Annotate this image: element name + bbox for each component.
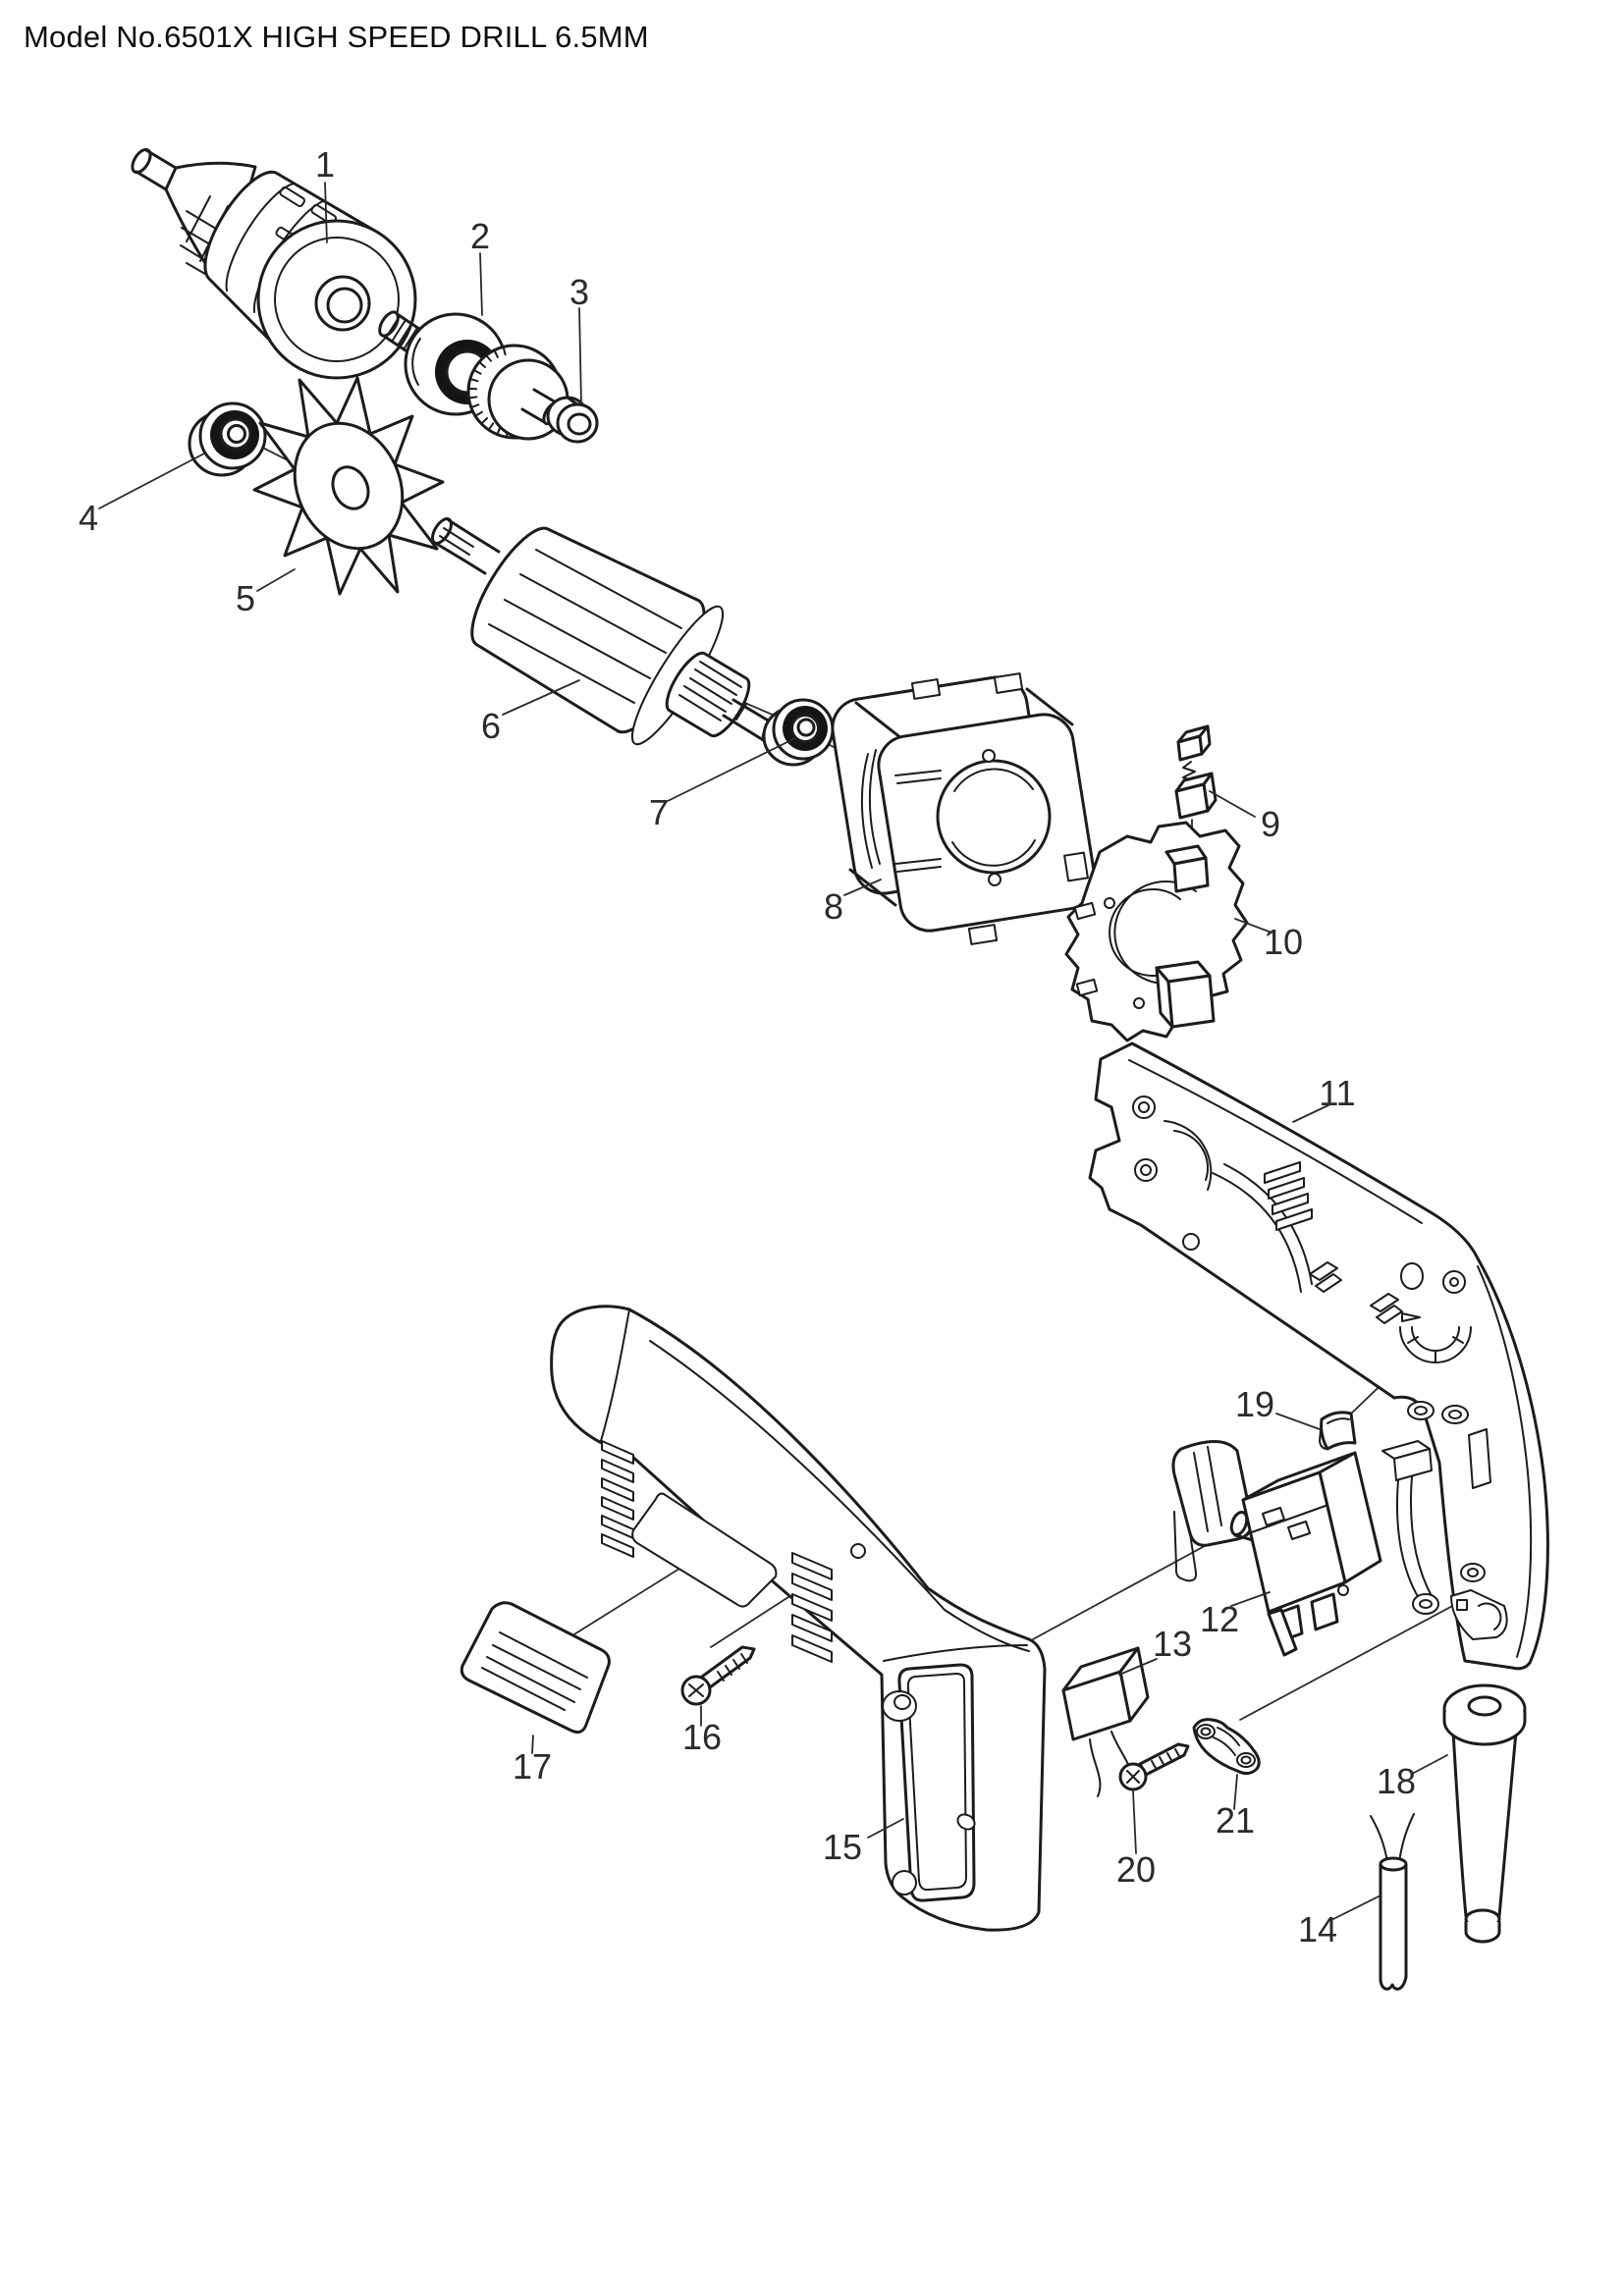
part-label-5: 5	[236, 578, 255, 618]
armature-laminations	[488, 549, 682, 704]
part-label-7: 7	[649, 792, 669, 832]
label-leader-lines	[98, 182, 1448, 1920]
part-10-brush-holder	[1064, 821, 1249, 1042]
part-label-1: 1	[315, 144, 335, 185]
part-11-housing-left-half	[1088, 1041, 1549, 1671]
part-19-baffle-plate	[1319, 1411, 1357, 1451]
part-13-capacitor	[1061, 1646, 1150, 1797]
part-label-4: 4	[79, 498, 98, 538]
part-label-12: 12	[1200, 1599, 1239, 1639]
part-20-screw	[1118, 1742, 1190, 1791]
part-label-13: 13	[1153, 1624, 1192, 1664]
stator-tabs	[910, 672, 1089, 945]
part-label-8: 8	[824, 886, 843, 927]
part-5-fan	[252, 376, 445, 596]
part-label-3: 3	[569, 272, 589, 312]
part-labels: 1 2 3 4 5 6 7 8 9 10 11 12 13 14 15 16 1…	[79, 144, 1416, 1949]
part-17-name-plate	[460, 1601, 611, 1734]
part-label-10: 10	[1264, 922, 1303, 962]
part-label-16: 16	[682, 1717, 722, 1757]
part-8-field-stator	[831, 672, 1097, 945]
part-16-screw	[680, 1645, 756, 1706]
part-12-switch	[1171, 1439, 1382, 1657]
part-label-11: 11	[1319, 1073, 1355, 1113]
part-label-19: 19	[1235, 1384, 1274, 1424]
part-3-sleeve	[546, 396, 599, 444]
part-label-21: 21	[1216, 1800, 1255, 1841]
page-title: Model No.6501X HIGH SPEED DRILL 6.5MM	[24, 20, 649, 54]
part-14-power-cord	[1370, 1813, 1415, 1991]
field-lock-tabs	[1309, 1261, 1421, 1324]
part-7-ball-bearing	[762, 698, 835, 767]
part-label-20: 20	[1116, 1849, 1156, 1890]
name-plate-recess	[631, 1492, 778, 1608]
thread-lines	[385, 315, 424, 354]
part-label-9: 9	[1261, 804, 1280, 844]
part-label-17: 17	[513, 1746, 552, 1787]
part-label-14: 14	[1298, 1909, 1337, 1949]
name-plate-text-lines	[481, 1631, 588, 1711]
part-18-cord-guard	[1442, 1683, 1527, 1944]
commutator-bars	[678, 661, 742, 721]
part-9-carbon-brush	[1174, 724, 1218, 820]
part-21-cord-clamp	[1192, 1718, 1261, 1776]
vent-slots-left	[601, 1440, 634, 1558]
part-label-6: 6	[481, 706, 501, 746]
part-4-ball-bearing	[188, 401, 267, 477]
part-6-armature	[430, 517, 779, 746]
part-label-2: 2	[470, 216, 490, 256]
part-1-chuck	[131, 147, 417, 380]
part-label-18: 18	[1377, 1761, 1416, 1801]
housing-vent-chevrons	[1264, 1161, 1313, 1231]
part-15-motor-housing	[550, 1305, 1047, 1932]
vent-slots-right	[791, 1552, 833, 1663]
part-label-15: 15	[823, 1827, 862, 1867]
